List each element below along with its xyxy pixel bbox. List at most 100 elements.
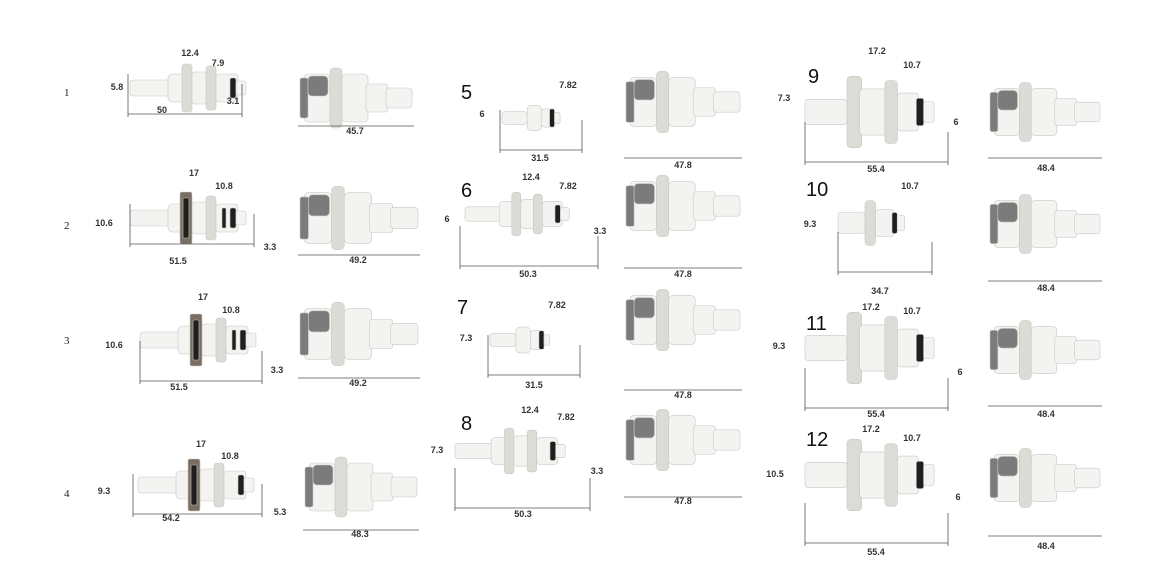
item-number: 10 bbox=[806, 179, 828, 201]
dimension-label: 17 bbox=[189, 168, 199, 178]
male-dimensions: 12.47.827.350.33.3 bbox=[431, 405, 604, 519]
dimension-label: 9.3 bbox=[804, 219, 817, 229]
female-fitting: 48.4 bbox=[988, 82, 1102, 173]
female-length-label: 48.4 bbox=[1037, 409, 1055, 419]
female-length-label: 48.3 bbox=[351, 529, 369, 539]
dimension-label: 3.1 bbox=[227, 96, 240, 106]
dimension-label: 51.5 bbox=[169, 256, 187, 266]
female-length-label: 47.8 bbox=[674, 269, 692, 279]
dimension-label: 17.2 bbox=[862, 424, 880, 434]
female-length-label: 48.4 bbox=[1037, 541, 1055, 551]
female-fitting: 47.8 bbox=[624, 409, 742, 506]
male-dimensions: 17 10.8 10.6 51.5 3.3 bbox=[105, 292, 283, 392]
male-fitting bbox=[454, 427, 566, 475]
female-fitting: 49.2 bbox=[298, 186, 420, 265]
dimension-label: 6 bbox=[444, 214, 449, 224]
dimension-label: 10.7 bbox=[903, 433, 921, 443]
item-number: 5 bbox=[461, 82, 472, 104]
dimension-label: 3.3 bbox=[594, 226, 607, 236]
item-number: 8 bbox=[461, 413, 472, 435]
dimension-label: 17 bbox=[198, 292, 208, 302]
item-number: 9 bbox=[808, 66, 819, 88]
coupling-item-6: 612.4 7.82 6 50.3 3.3 47.8 bbox=[444, 172, 742, 279]
female-fitting: 47.8 bbox=[624, 289, 742, 400]
female-length-label: 45.7 bbox=[346, 126, 364, 136]
item-number: 11 bbox=[806, 313, 827, 335]
dimension-label: 12.4 bbox=[521, 405, 539, 415]
dimension-label: 7.82 bbox=[559, 181, 577, 191]
dimension-label: 31.5 bbox=[531, 153, 549, 163]
dimension-label: 10.6 bbox=[95, 218, 113, 228]
dimension-label: 51.5 bbox=[170, 382, 188, 392]
female-length-label: 49.2 bbox=[349, 378, 367, 388]
female-length-label: 47.8 bbox=[674, 390, 692, 400]
dimension-label: 3.3 bbox=[591, 466, 604, 476]
female-fitting: 47.8 bbox=[624, 175, 742, 279]
dimension-label: 3.3 bbox=[271, 365, 284, 375]
dimension-label: 10.8 bbox=[222, 305, 240, 315]
dimension-label: 17 bbox=[196, 439, 206, 449]
dimension-label: 6 bbox=[953, 117, 958, 127]
dimension-label: 50 bbox=[157, 105, 167, 115]
male-fitting bbox=[804, 438, 935, 511]
dimension-label: 9.3 bbox=[98, 486, 111, 496]
dimension-label: 50.3 bbox=[514, 509, 532, 519]
item-number: 7 bbox=[457, 297, 468, 319]
coupling-item-7: 7 7.82 7.3 31.5 47.8 bbox=[457, 289, 742, 400]
dimension-label: 34.7 bbox=[871, 286, 889, 296]
dimension-label: 10.7 bbox=[901, 181, 919, 191]
dimension-label: 10.5 bbox=[766, 469, 784, 479]
dimension-label: 55.4 bbox=[867, 164, 885, 174]
dimension-label: 6 bbox=[955, 492, 960, 502]
dimension-label: 6 bbox=[479, 109, 484, 119]
dimension-label: 7.82 bbox=[548, 300, 566, 310]
male-dimensions: 17.210.77.355.46 bbox=[778, 46, 959, 174]
male-dimensions: 17 10.8 10.6 51.5 3.3 bbox=[95, 168, 276, 266]
female-fitting: 48.3 bbox=[303, 456, 419, 539]
male-fitting bbox=[129, 191, 247, 245]
male-fitting bbox=[129, 63, 247, 113]
male-dimensions: 12.4 7.82 6 50.3 3.3 bbox=[444, 172, 606, 279]
male-fitting bbox=[804, 76, 935, 149]
dimension-label: 7.3 bbox=[460, 333, 473, 343]
dimension-label: 10.7 bbox=[903, 306, 921, 316]
male-dimensions: 7.82 7.3 31.5 bbox=[460, 300, 581, 390]
dimension-label: 50.3 bbox=[519, 269, 537, 279]
male-fitting bbox=[501, 105, 561, 131]
male-fitting bbox=[464, 192, 570, 236]
dimension-label: 7.3 bbox=[778, 93, 791, 103]
male-dimensions: 7.82 6 31.5 bbox=[479, 80, 583, 163]
dimension-label: 7.82 bbox=[559, 80, 577, 90]
item-number: 3 bbox=[64, 335, 70, 347]
female-fitting: 45.7 bbox=[298, 67, 414, 136]
male-fitting bbox=[139, 313, 257, 367]
dimension-label: 3.3 bbox=[264, 242, 277, 252]
dimension-label: 55.4 bbox=[867, 547, 885, 557]
dimension-label: 55.4 bbox=[867, 409, 885, 419]
dimension-label: 12.4 bbox=[181, 48, 199, 58]
dimension-label: 31.5 bbox=[525, 380, 543, 390]
dimension-label: 17.2 bbox=[868, 46, 886, 56]
dimension-label: 5.8 bbox=[111, 82, 124, 92]
female-fitting: 47.8 bbox=[624, 71, 742, 170]
female-fitting: 48.4 bbox=[988, 448, 1102, 551]
female-length-label: 48.4 bbox=[1037, 163, 1055, 173]
female-length-label: 49.2 bbox=[349, 255, 367, 265]
male-fitting bbox=[837, 200, 906, 246]
dimension-label: 10.6 bbox=[105, 340, 123, 350]
male-fitting bbox=[137, 458, 255, 512]
dimension-label: 12.4 bbox=[522, 172, 540, 182]
female-fitting: 48.4 bbox=[988, 320, 1102, 419]
dimension-label: 10.8 bbox=[215, 181, 233, 191]
female-length-label: 47.8 bbox=[674, 496, 692, 506]
dimension-label: 7.3 bbox=[431, 445, 444, 455]
